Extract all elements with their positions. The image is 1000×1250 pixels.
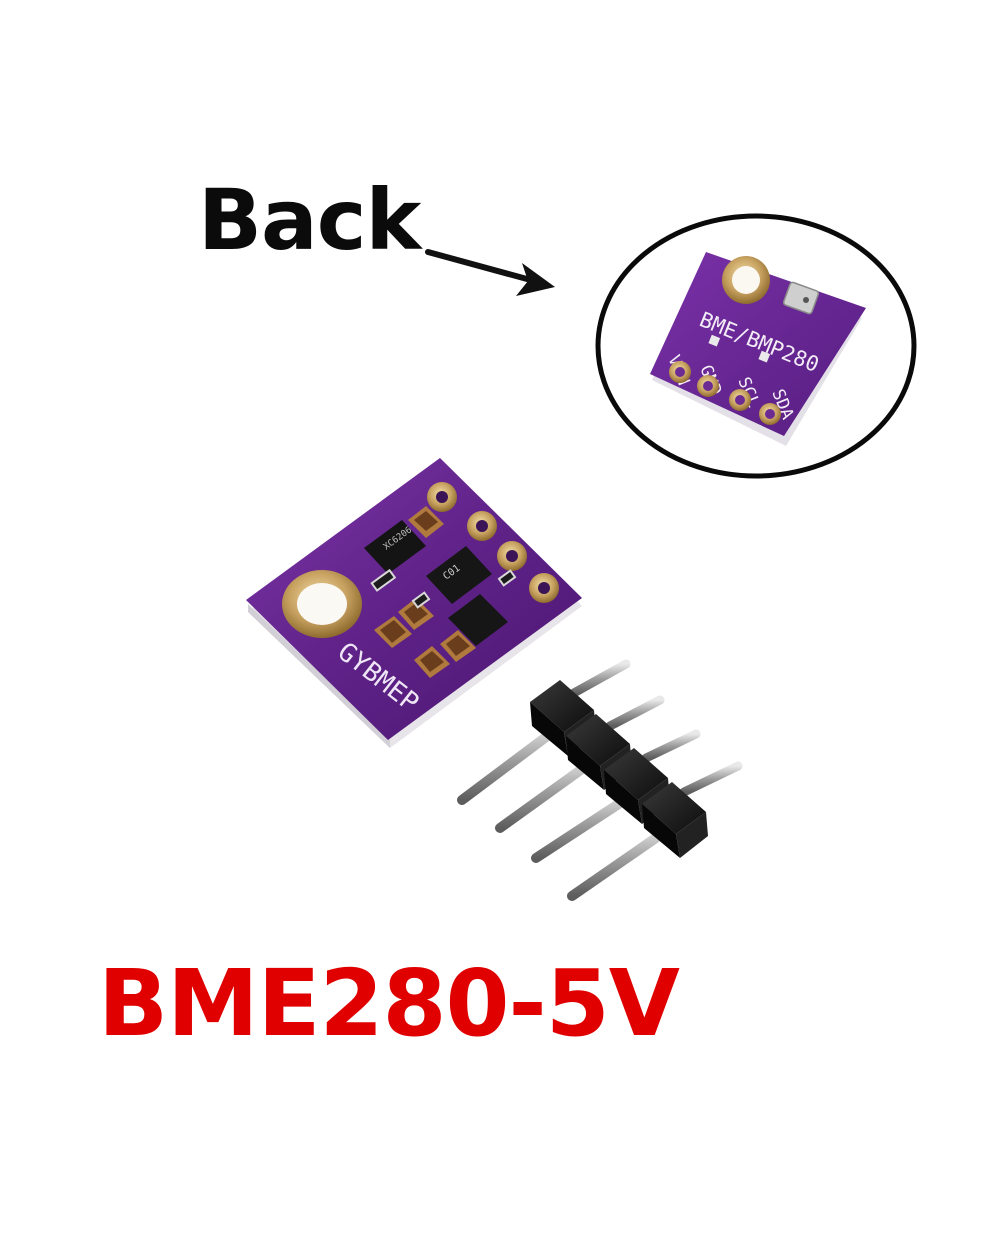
highlight-circle <box>595 213 917 479</box>
header-housing <box>530 680 708 858</box>
smd-capacitors <box>374 506 476 678</box>
smd-resistors <box>370 568 517 609</box>
arrow-right-icon <box>425 249 555 296</box>
back-annotation-label: Back <box>198 171 421 269</box>
mounting-hole <box>282 570 362 638</box>
level-shifter-chip: C01 <box>426 546 508 646</box>
product-name-label: BME280-5V <box>98 950 680 1057</box>
board-back-view: BME/BMP280 VIN GND SCL SDA <box>650 252 866 446</box>
back-pin-pads <box>669 361 781 425</box>
pin-header <box>457 659 743 901</box>
front-pin-pads <box>427 482 559 603</box>
board-front-view: XC6206 C01 <box>246 458 582 748</box>
